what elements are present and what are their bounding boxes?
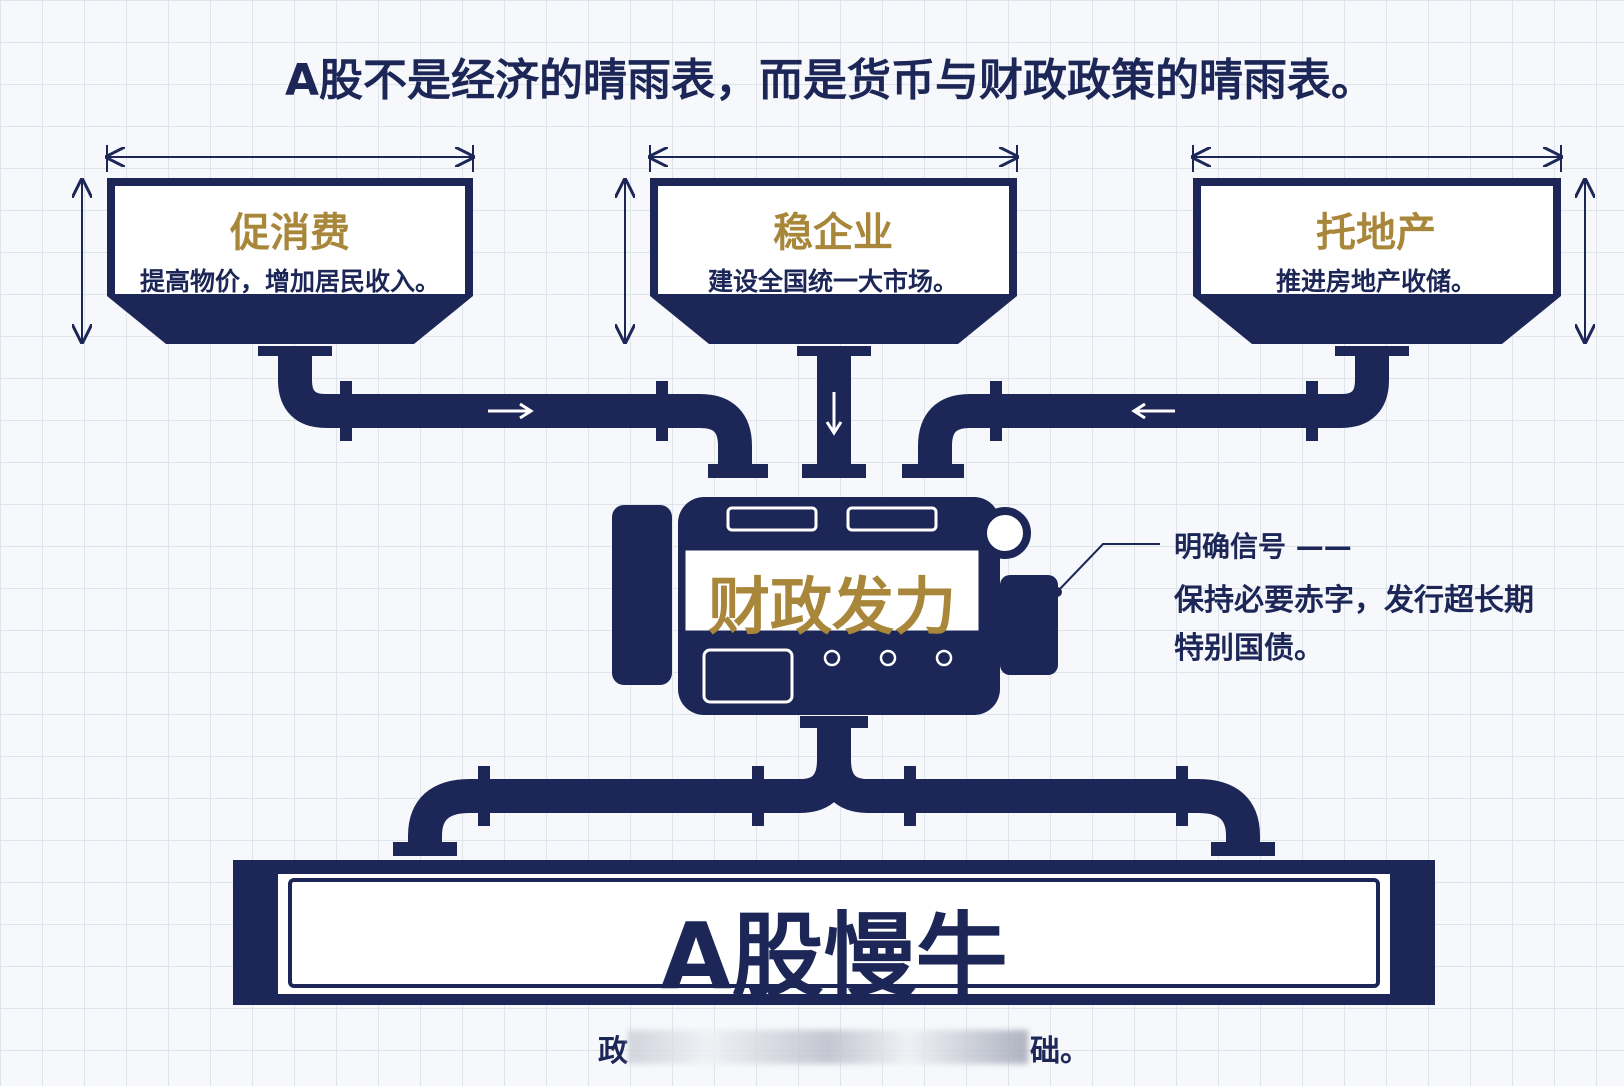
hopper-enterprise [650,178,1017,344]
input-text-enterprise: 建设全国统一大市场。 [707,267,958,296]
pipe-flanges [258,346,1409,478]
annotation-leader [1056,543,1160,593]
annotation-title: 明确信号 —— [1174,530,1352,563]
engine [612,497,1058,715]
flow-arrows [488,392,1175,436]
footer-end: 础。 [1030,1034,1090,1069]
output-beam [233,860,1435,1005]
footer-obscured-text [628,1030,1028,1064]
footer-start: 政 [598,1034,628,1069]
hopper-consumption [107,178,473,344]
input-text-property: 推进房地产收储。 [1275,267,1476,296]
output-pipes [408,718,1260,848]
annotation-line-1: 保持必要赤字，发行超长期 [1174,583,1534,618]
input-heading-property: 托地产 [1316,210,1436,256]
page-title: A股不是经济的晴雨表，而是货币与财政政策的晴雨表。 [284,55,1376,106]
annotation-line-2: 特别国债。 [1174,631,1324,666]
input-heading-consumption: 促消费 [230,210,350,256]
input-heading-enterprise: 稳企业 [773,210,893,256]
output-label: A股慢牛 [660,903,1008,1010]
dimension-lines [82,145,1585,342]
engine-label: 财政发力 [707,570,956,643]
leader-dot [1052,587,1062,597]
input-text-consumption: 提高物价，增加居民收入。 [139,267,440,296]
output-flanges [393,716,1275,856]
hopper-property [1193,178,1561,344]
